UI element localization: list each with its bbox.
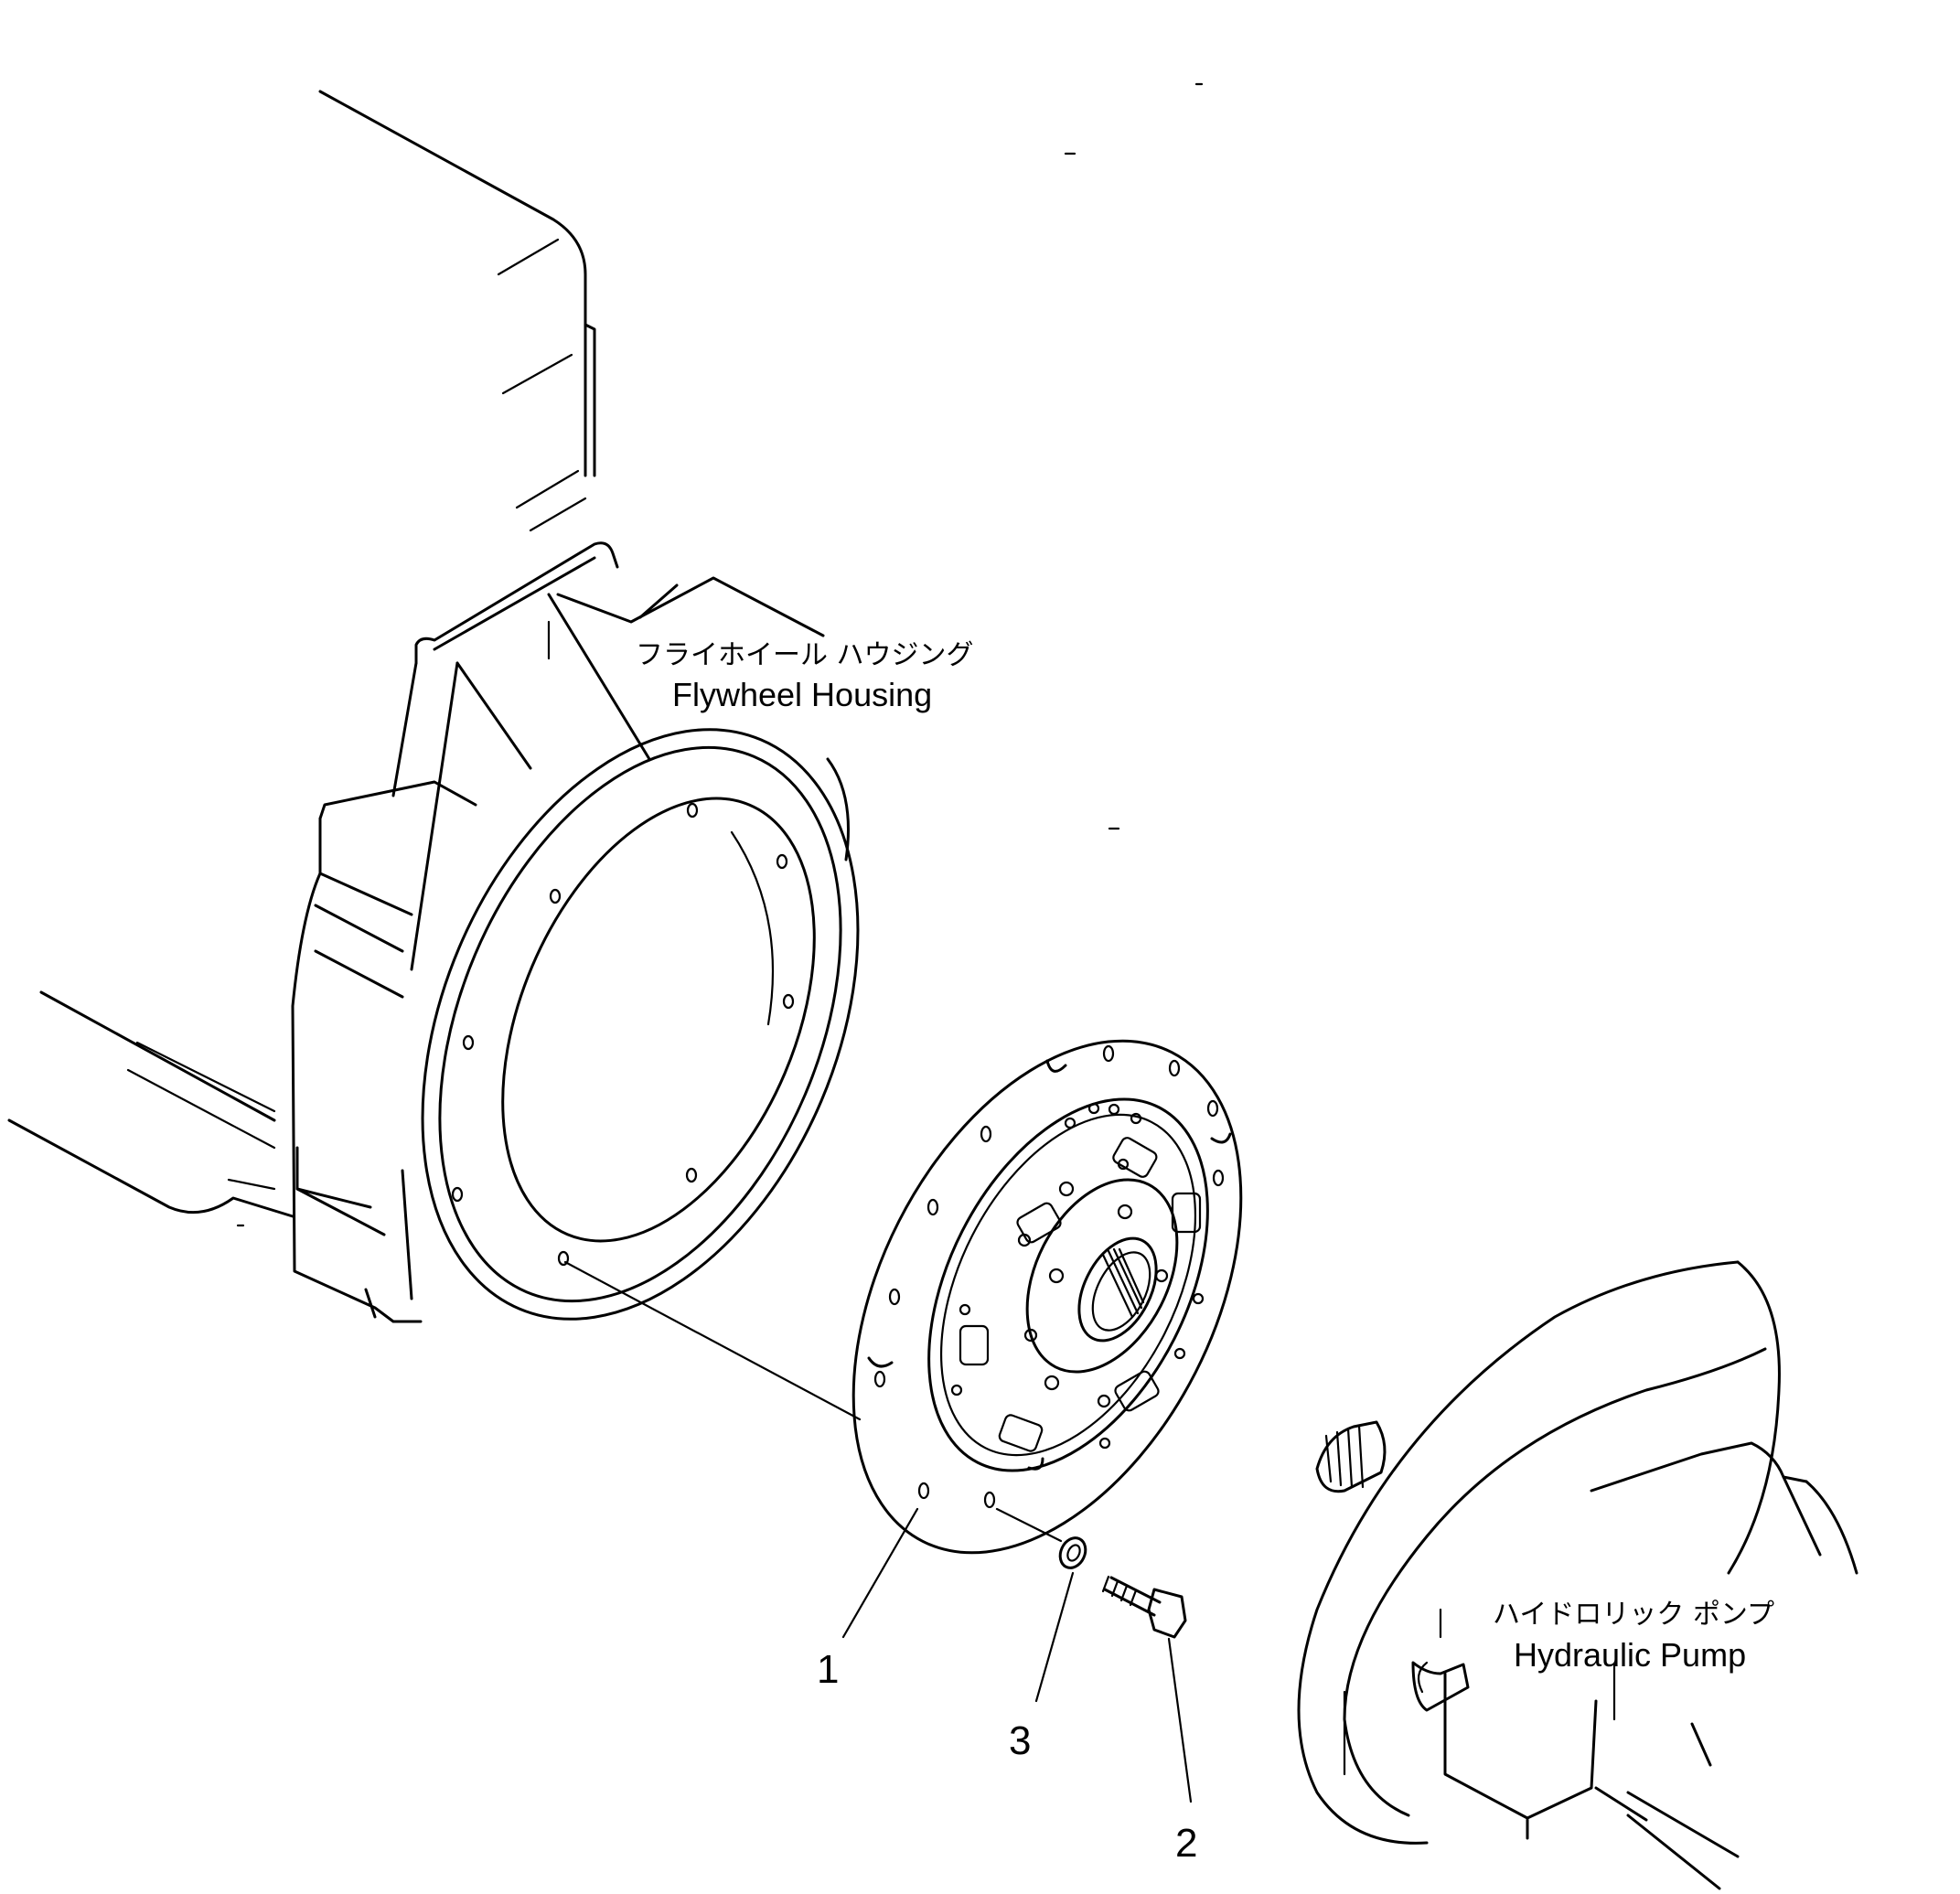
hydraulic-pump-label-en: Hydraulic Pump [1514, 1636, 1746, 1674]
damper-disc-drawing [851, 1039, 1243, 1555]
flywheel-housing-label-jp: フライホイール ハウジング [636, 639, 974, 671]
callout-number-1: 1 [817, 1647, 839, 1692]
washer-drawing [1058, 1536, 1087, 1569]
callout-number-3: 3 [1009, 1718, 1031, 1763]
callout-number-2: 2 [1175, 1821, 1197, 1866]
bolt-drawing [1101, 1575, 1187, 1639]
callout-3: 3 [1009, 1571, 1075, 1763]
hydraulic-pump-label-jp: ハイドロリック ポンプ [1493, 1599, 1774, 1631]
flywheel-housing-drawing [7, 90, 862, 1421]
flywheel-housing-label-en: Flywheel Housing [672, 676, 932, 713]
callout-2: 2 [1167, 1637, 1197, 1866]
callout-1: 1 [817, 1507, 919, 1692]
hydraulic-pump-label: ハイドロリック ポンプ Hydraulic Pump [1493, 1599, 1774, 1674]
scan-specks [236, 82, 1204, 1227]
hydraulic-pump-drawing [1297, 1260, 1858, 1890]
flywheel-housing-label: フライホイール ハウジング Flywheel Housing [636, 639, 974, 713]
